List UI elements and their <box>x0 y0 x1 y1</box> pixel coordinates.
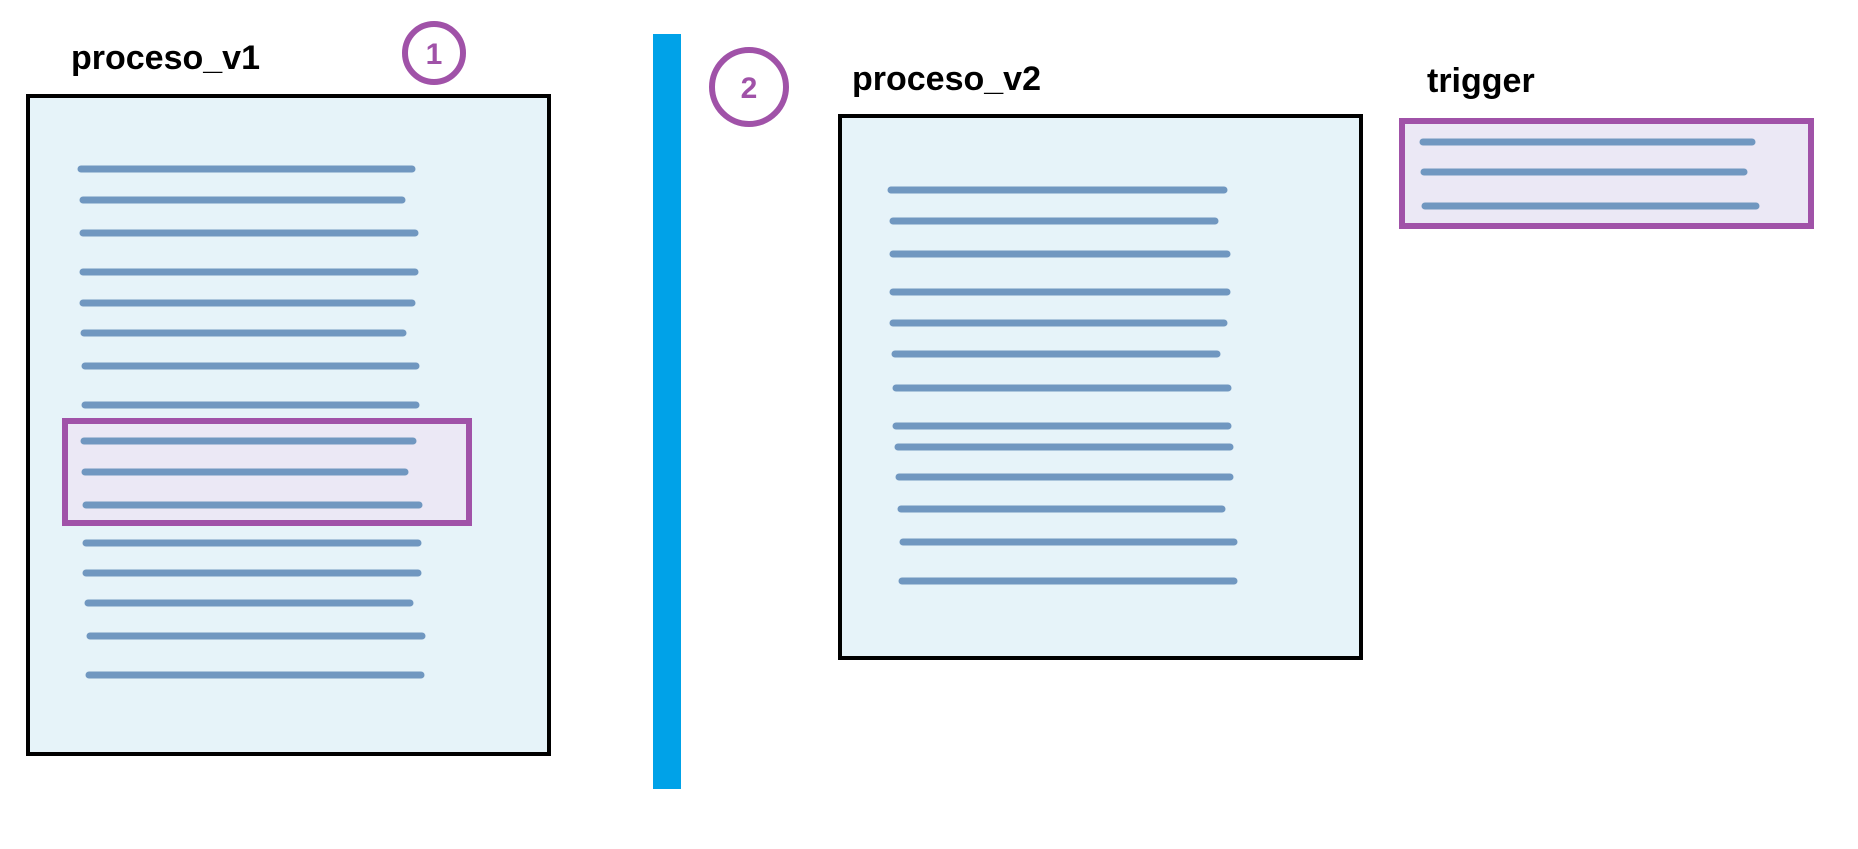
doc-v1-lines <box>77 165 426 679</box>
highlight-lines <box>80 437 423 509</box>
badge-circle <box>402 21 466 85</box>
doc-v1-label: proceso_v1 <box>71 39 260 77</box>
step2-group: 2 proceso_v2 trigger <box>709 47 1814 660</box>
badge-number: 1 <box>426 38 443 71</box>
step2-badge: 2 <box>709 47 789 127</box>
step1-badge: 1 <box>402 21 466 85</box>
step1-group: proceso_v1 1 <box>26 21 551 756</box>
doc-v1-highlight <box>62 418 472 526</box>
doc-v2-lines <box>887 186 1238 585</box>
badge-circle <box>709 47 789 127</box>
trigger-highlight <box>1399 118 1814 229</box>
highlight-lines <box>1419 138 1760 210</box>
badge-number: 2 <box>741 72 758 105</box>
trigger-label: trigger <box>1427 62 1535 100</box>
step-divider <box>653 34 681 789</box>
doc-v2-label: proceso_v2 <box>852 60 1041 98</box>
